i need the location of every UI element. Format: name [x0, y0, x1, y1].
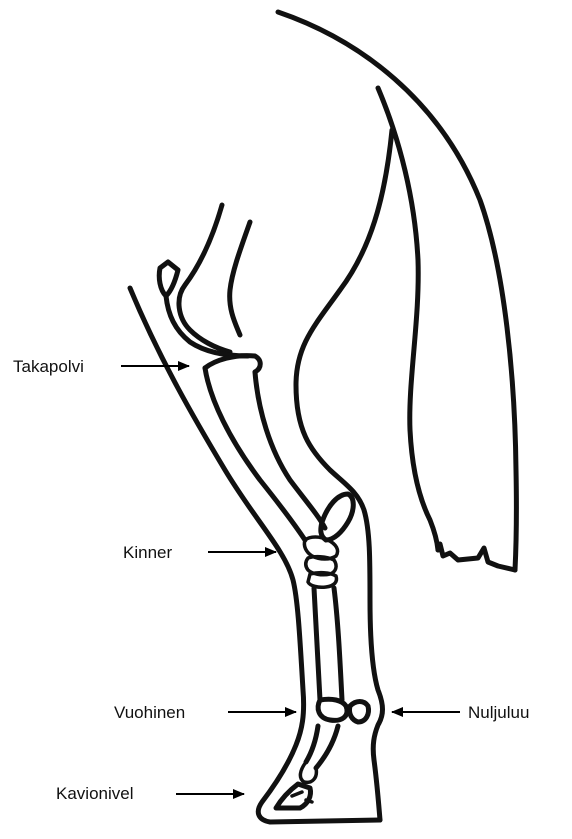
label-nuljuluu: Nuljuluu: [468, 703, 529, 723]
sesamoid: [349, 702, 368, 723]
patella: [159, 262, 178, 296]
thigh-back-outline: [230, 222, 250, 335]
fetlock-joint: [318, 699, 347, 720]
stifle-joint: [205, 356, 260, 372]
coffin-joint: [300, 762, 316, 782]
cannon-back: [334, 588, 342, 700]
tail-jagged-tip: [438, 544, 515, 570]
label-takapolvi: Takapolvi: [13, 357, 84, 377]
label-vuohinen: Vuohinen: [114, 703, 185, 723]
tail-outline: [278, 12, 516, 570]
cannon-front: [314, 588, 320, 700]
calcaneus: [321, 494, 353, 540]
label-kavionivel: Kavionivel: [56, 784, 134, 804]
thigh-outline: [179, 205, 230, 352]
label-kinner: Kinner: [123, 543, 172, 563]
pastern-bone: [306, 726, 338, 768]
